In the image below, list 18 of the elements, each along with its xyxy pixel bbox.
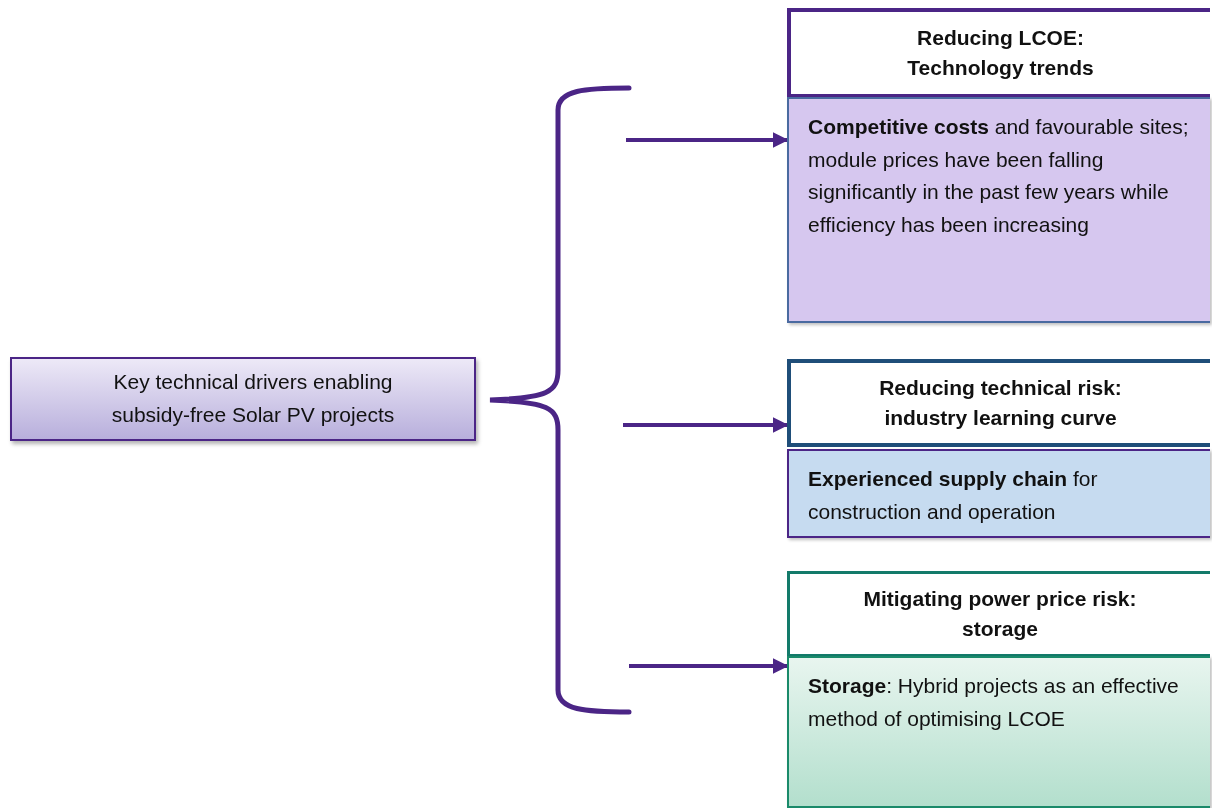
heading-box <box>787 571 1210 657</box>
description-text: Experienced supply chain for construction and operation <box>808 466 1099 525</box>
description-box <box>787 97 1210 323</box>
arrow <box>629 658 789 674</box>
description-text: Storage: Hybrid projects as an effective method of optimising LCOE <box>808 673 1180 732</box>
arrow <box>623 417 789 433</box>
description-box <box>787 656 1210 808</box>
heading-text: Reducing LCOE: Technology trends <box>906 24 1095 81</box>
heading-box <box>787 8 1210 98</box>
arrow <box>626 132 789 148</box>
description-box <box>787 449 1210 538</box>
description-text: module prices have been falling significantly in the past few years while efficiency has been increasing <box>808 146 1170 238</box>
heading-text: Mitigating power price risk: storage <box>862 585 1138 642</box>
description-text: Competitive costs and favourable sites; <box>808 114 1190 140</box>
heading-box <box>787 359 1210 447</box>
heading-text: Reducing technical risk: industry learning curve <box>878 374 1123 431</box>
topic-box <box>10 357 476 441</box>
topic-text: Key technical drivers enabling subsidy-free Solar PV projects <box>110 369 396 428</box>
